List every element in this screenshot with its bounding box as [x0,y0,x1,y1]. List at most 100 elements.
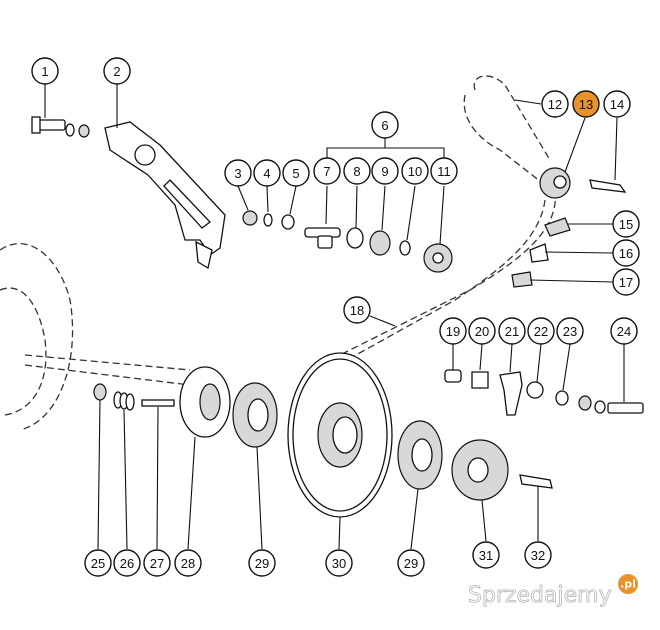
callout-number: 21 [505,324,519,339]
callout-circle [430,157,458,185]
callout-number: 13 [579,97,593,112]
callout-number: 10 [408,164,422,179]
callout-number: 26 [120,556,134,571]
chain [319,75,557,376]
hub-body [451,439,509,501]
callout-number: 32 [531,548,545,563]
callout-c29b: 29 [397,549,425,577]
callout-number: 11 [437,164,451,179]
callout-number: 24 [617,324,631,339]
callout-circle [603,90,631,118]
callout-c2: 2 [103,57,131,85]
callout-number: 29 [404,556,418,571]
callout-c10: 10 [401,157,429,185]
callout-c24: 24 [610,317,638,345]
callout-c30: 30 [325,549,353,577]
callout-number: 6 [381,118,388,133]
callout-circle [113,549,141,577]
callout-circle [343,157,371,185]
callout-number: 1 [41,64,48,79]
callout-c23: 23 [556,317,584,345]
callout-circle [498,317,526,345]
callout-circle [103,57,131,85]
callout-c13: 13 [572,90,600,118]
callout-number: 15 [619,217,633,232]
callout-circle [401,157,429,185]
callout-number: 8 [353,164,360,179]
callout-circle [472,541,500,569]
callout-number: 5 [292,166,299,181]
callout-number: 31 [479,548,493,563]
callout-number: 29 [255,556,269,571]
callout-circle [31,57,59,85]
callout-number: 23 [563,324,577,339]
callout-circle [612,268,640,296]
callout-c17: 17 [612,268,640,296]
callout-circle [439,317,467,345]
callout-number: 17 [619,275,633,290]
callout-c16: 16 [612,239,640,267]
watermark: Sprzedajemy .pl [468,574,638,608]
bolt-1 [31,116,90,138]
callout-c14: 14 [603,90,631,118]
callout-c1: 1 [31,57,59,85]
leader-lines [44,84,625,550]
bracket-part [104,121,226,270]
callout-c25: 25 [84,549,112,577]
callout-number: 7 [323,164,330,179]
callout-c18: 18 [343,296,371,324]
large-sprocket [287,352,393,518]
callout-c31: 31 [472,541,500,569]
callout-c7: 7 [313,157,341,185]
callout-c19: 19 [439,317,467,345]
callout-circle [371,111,399,139]
callout-c4: 4 [253,159,281,187]
callout-c21: 21 [498,317,526,345]
callout-c27: 27 [143,549,171,577]
watermark-dot [618,574,638,594]
callout-c3: 3 [224,159,252,187]
chain-link-parts [511,179,627,288]
callout-c9: 9 [371,157,399,185]
callout-circle [84,549,112,577]
callout-circle [556,317,584,345]
wheel-outline [0,243,191,431]
callout-number: 30 [332,556,346,571]
callout-circle [397,549,425,577]
callout-c20: 20 [468,317,496,345]
callout-c22: 22 [527,317,555,345]
watermark-text: Sprzedajemy [468,583,612,608]
callout-c8: 8 [343,157,371,185]
callout-circle [253,159,281,187]
callout-c28: 28 [174,549,202,577]
shaft-parts [242,210,453,273]
callout-circle [248,549,276,577]
callout-circle [612,239,640,267]
left-hub-stack [93,366,231,438]
callout-number: 18 [350,303,364,318]
callout-circle [527,317,555,345]
callout-circle [371,157,399,185]
callout-number: 16 [619,246,633,261]
callout-circle [143,549,171,577]
hub-parts [444,369,644,416]
callout-number: 3 [234,166,241,181]
callout-c5: 5 [282,159,310,187]
callout-c11: 11 [430,157,458,185]
callout-circle [343,296,371,324]
callout-number: 27 [150,556,164,571]
small-sprocket [539,167,571,199]
callout-number: 28 [181,556,195,571]
callout-c26: 26 [113,549,141,577]
callout-number: 4 [263,166,270,181]
callout-circle [524,541,552,569]
callout-circle [612,210,640,238]
callout-number: 20 [475,324,489,339]
callout-circle [174,549,202,577]
callout-number: 25 [91,556,105,571]
callout-number: 19 [446,324,460,339]
callout-number: 9 [381,164,388,179]
callout-c29a: 29 [248,549,276,577]
callout-c12: 12 [541,90,569,118]
